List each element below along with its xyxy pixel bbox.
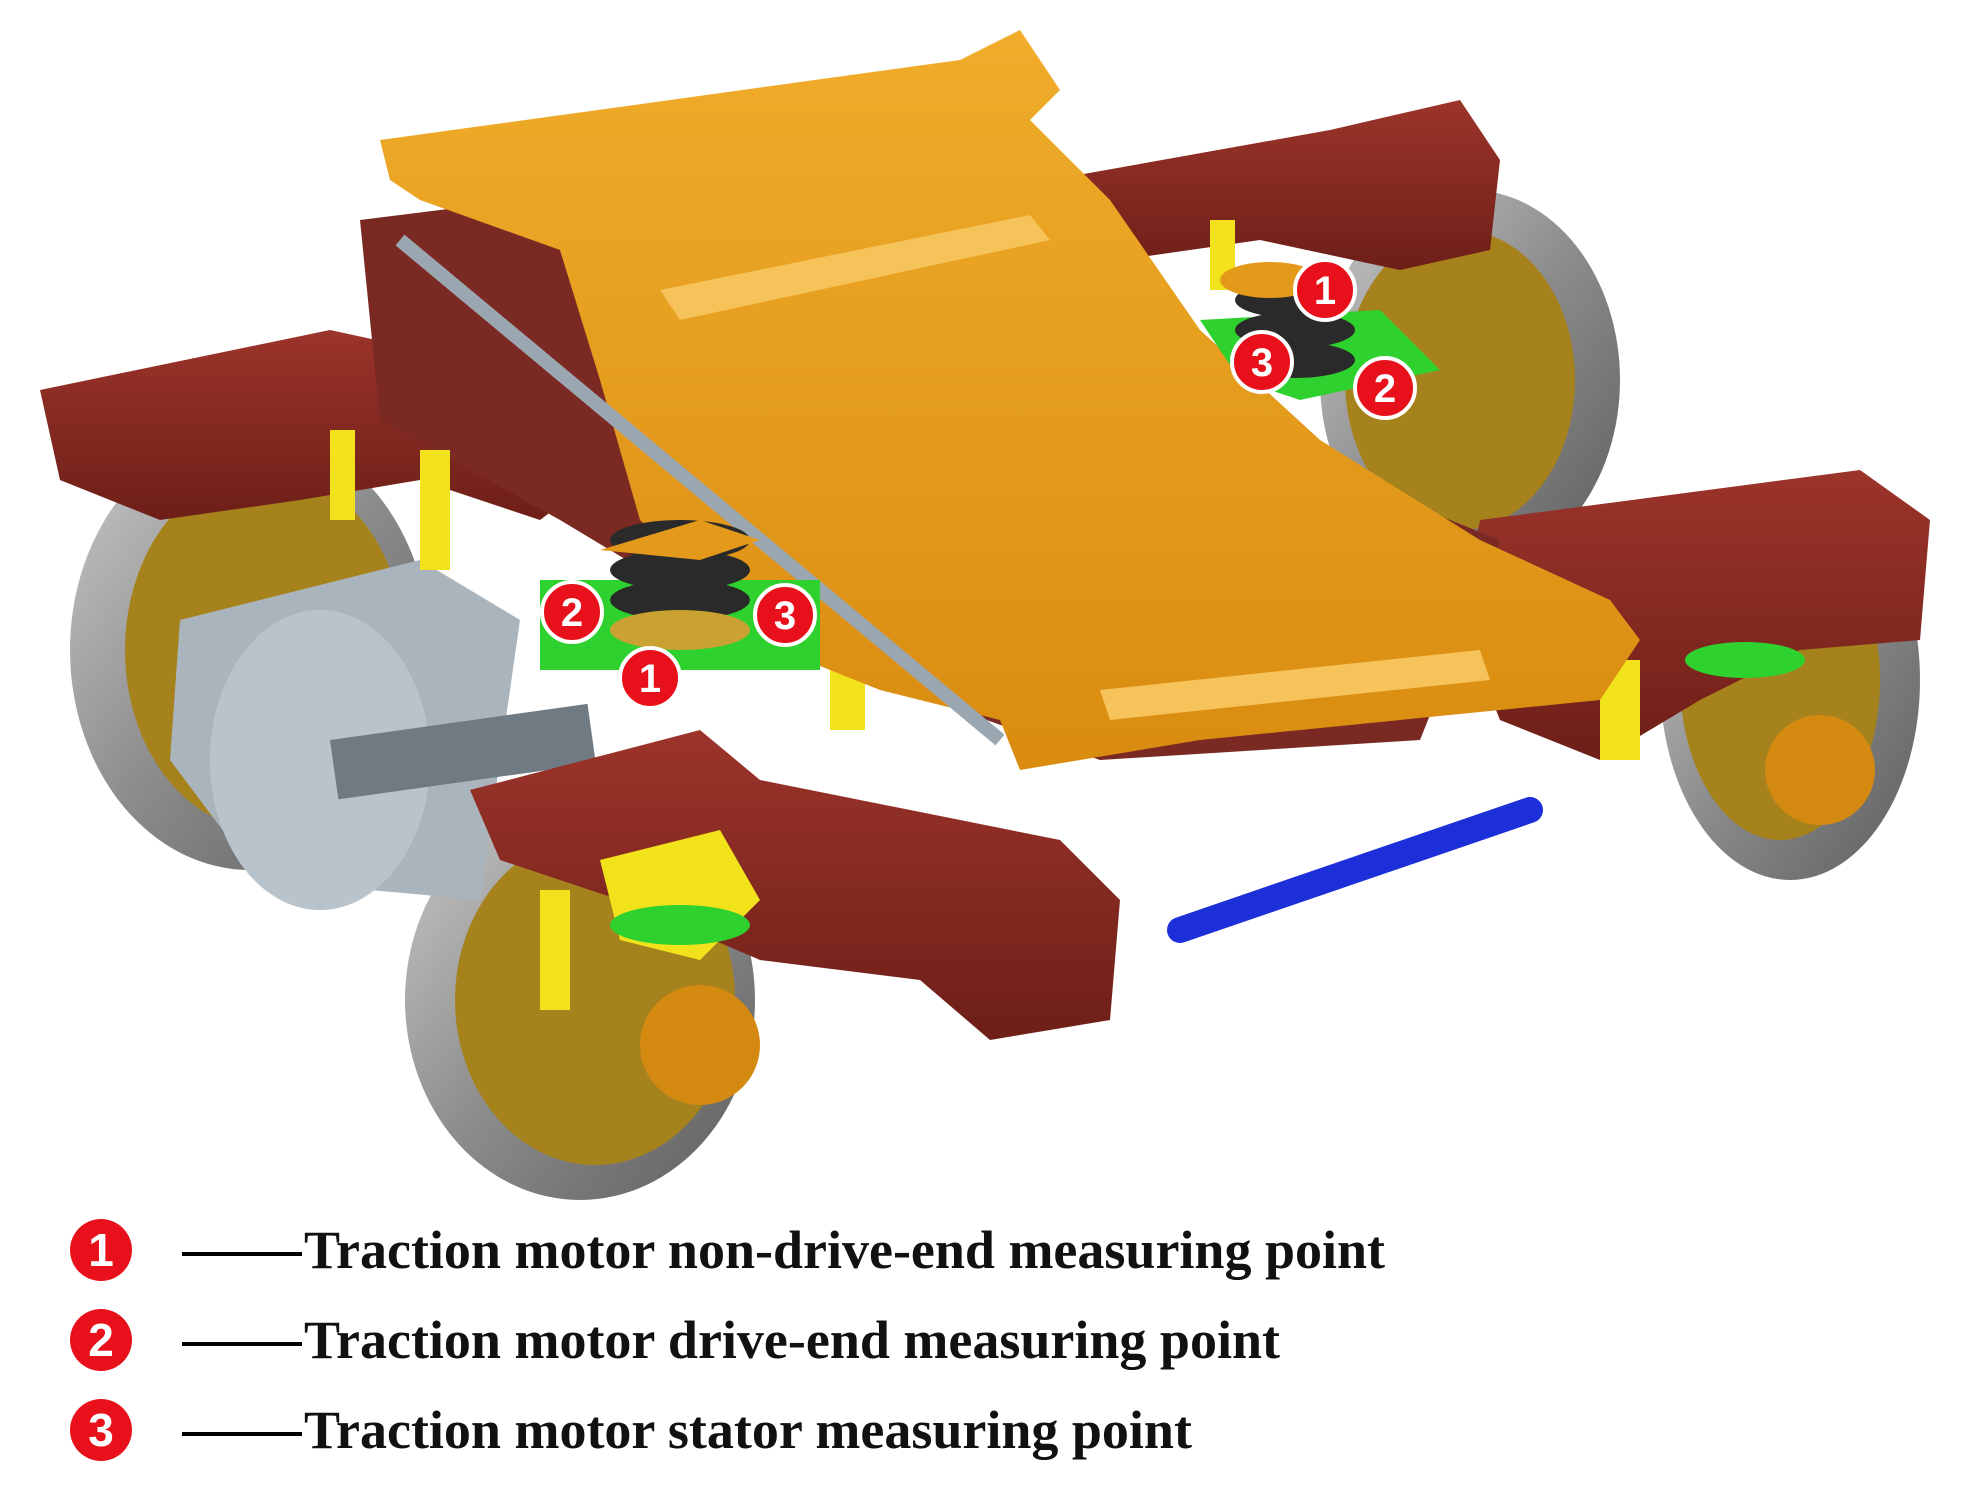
measuring-point-marker-2: 2: [540, 580, 604, 644]
legend-dash: [182, 1432, 302, 1436]
measuring-point-marker-3: 3: [753, 583, 817, 647]
measuring-point-marker-1: 1: [1293, 258, 1357, 322]
axlebox-covers: [640, 715, 1875, 1105]
primary-spring-rubbers: [610, 642, 1805, 945]
rear-right-wheel: [1320, 190, 1620, 570]
measuring-point-marker-2: 2: [1353, 356, 1417, 420]
anti-roll-bar: [395, 234, 1005, 746]
marker-badge-3: 3: [70, 1399, 132, 1461]
marker-circle: [1293, 258, 1357, 322]
legend-row-2: 2 Traction motor drive-end measuring poi…: [70, 1305, 1280, 1375]
marker-number: 2: [1374, 367, 1396, 411]
marker-badge-1: 1: [70, 1219, 132, 1281]
bolster: [380, 30, 1640, 770]
legend-text-1: Traction motor non-drive-end measuring p…: [304, 1220, 1386, 1280]
marker-circle: [1230, 330, 1294, 394]
marker-number: 1: [1314, 269, 1336, 313]
legend-row-3: 3 Traction motor stator measuring point: [70, 1395, 1192, 1465]
marker-number: 3: [774, 594, 796, 638]
measuring-point-marker-1: 1: [618, 646, 682, 710]
marker-number: 3: [1251, 341, 1273, 385]
lateral-damper: [1167, 797, 1543, 943]
marker-number: 1: [639, 657, 661, 701]
marker-circle: [1353, 356, 1417, 420]
measuring-point-marker-3: 3: [1230, 330, 1294, 394]
legend-row-1: 1 Traction motor non-drive-end measuring…: [70, 1215, 1385, 1285]
legend-text-2: Traction motor drive-end measuring point: [304, 1310, 1280, 1370]
marker-number: 2: [561, 591, 583, 635]
marker-circle: [618, 646, 682, 710]
legend-text-3: Traction motor stator measuring point: [304, 1400, 1192, 1460]
legend-dash: [182, 1342, 302, 1346]
legend-dash: [182, 1252, 302, 1256]
marker-circle: [753, 583, 817, 647]
traction-motor: [170, 560, 596, 910]
marker-circle: [540, 580, 604, 644]
marker-badge-2: 2: [70, 1309, 132, 1371]
